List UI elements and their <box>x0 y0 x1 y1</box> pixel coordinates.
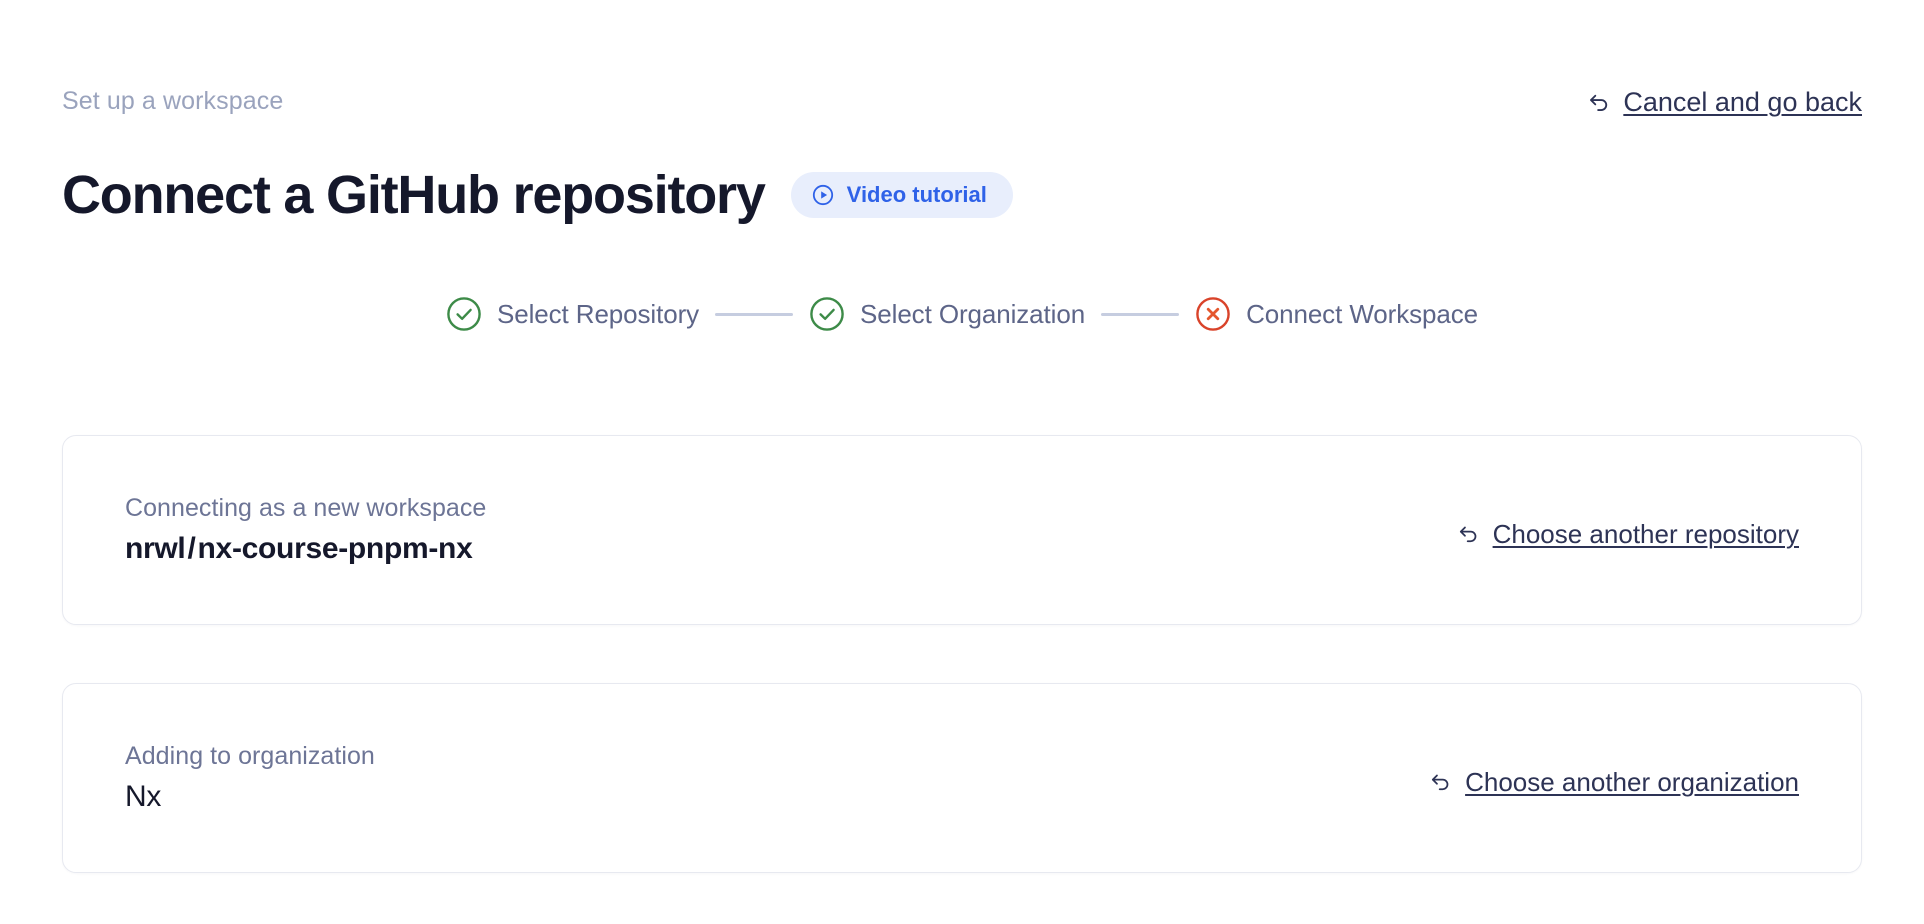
choose-another-organization-label: Choose another organization <box>1465 766 1799 797</box>
stepper-label-select-repository: Select Repository <box>496 299 700 329</box>
organization-card-texts: Adding to organization Nx <box>125 742 375 814</box>
progress-stepper: Select Repository Select Organization Co… <box>0 296 1924 332</box>
repository-card-texts: Connecting as a new workspace nrwl/nx-co… <box>125 494 486 566</box>
choose-another-organization-link[interactable]: Choose another organization <box>1428 767 1799 797</box>
breadcrumb-eyebrow: Set up a workspace <box>62 87 284 115</box>
page-title: Connect a GitHub repository <box>62 165 766 226</box>
video-tutorial-button[interactable]: Video tutorial <box>790 172 1013 219</box>
stepper-label-connect-workspace: Connect Workspace <box>1246 299 1478 329</box>
repository-owner: nrwl <box>125 532 186 565</box>
cancel-and-go-back-link[interactable]: Cancel and go back <box>1586 86 1862 118</box>
stepper-step-select-repository[interactable]: Select Repository <box>446 296 699 332</box>
cancel-and-go-back-label: Cancel and go back <box>1623 87 1862 117</box>
repository-separator: / <box>187 532 196 565</box>
repository-card-inner: Connecting as a new workspace nrwl/nx-co… <box>63 436 1861 624</box>
check-circle-icon <box>809 296 845 332</box>
back-arrow-icon <box>1586 89 1612 115</box>
title-row: Connect a GitHub repository Video tutori… <box>62 129 1862 261</box>
stepper-label-select-organization: Select Organization <box>860 299 1086 329</box>
choose-another-repository-link[interactable]: Choose another repository <box>1456 519 1799 549</box>
repository-card-value: nrwl/nx-course-pnpm-nx <box>125 532 486 566</box>
organization-card: Adding to organization Nx Choose another… <box>62 683 1862 873</box>
stepper-step-select-organization[interactable]: Select Organization <box>809 296 1085 332</box>
organization-card-caption: Adding to organization <box>125 742 375 770</box>
choose-another-repository-label: Choose another repository <box>1492 518 1799 549</box>
video-tutorial-label: Video tutorial <box>846 182 987 208</box>
play-circle-icon <box>811 183 835 207</box>
repository-name: nx-course-pnpm-nx <box>197 532 473 565</box>
organization-card-inner: Adding to organization Nx Choose another… <box>63 684 1861 872</box>
page-header: Set up a workspace Connect a GitHub repo… <box>62 86 1862 225</box>
repository-card: Connecting as a new workspace nrwl/nx-co… <box>62 435 1862 625</box>
check-circle-icon <box>446 296 482 332</box>
organization-name: Nx <box>125 780 162 813</box>
back-arrow-icon <box>1428 769 1454 795</box>
stepper-connector-2 <box>1101 312 1180 316</box>
stepper-connector-1 <box>715 312 794 316</box>
x-circle-icon <box>1195 296 1231 332</box>
stepper-step-connect-workspace[interactable]: Connect Workspace <box>1195 296 1478 332</box>
repository-card-caption: Connecting as a new workspace <box>125 494 487 522</box>
back-arrow-icon <box>1456 521 1482 547</box>
